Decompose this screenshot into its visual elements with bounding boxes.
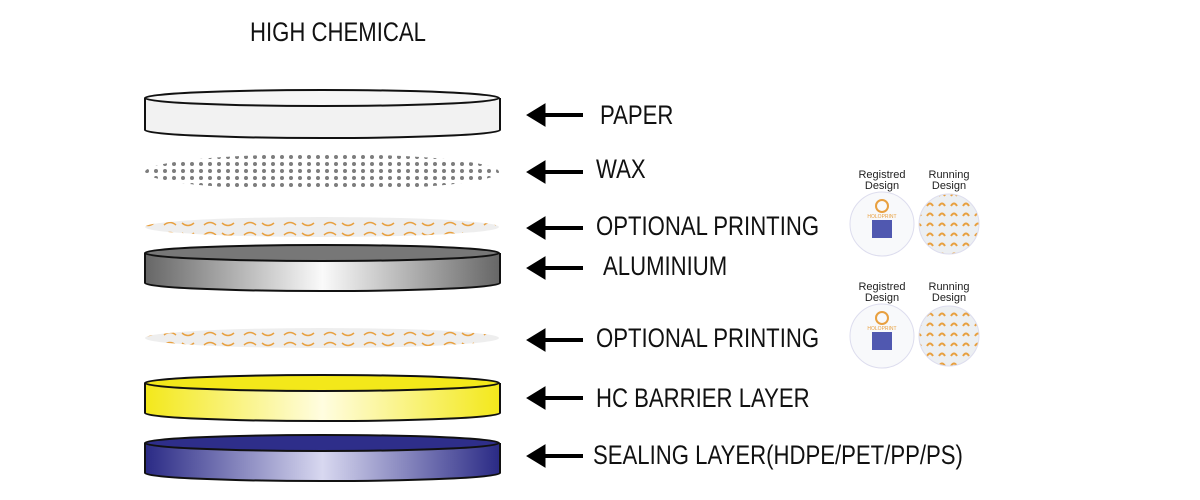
arrow-left-icon [526, 216, 583, 240]
registered-design-caption-2: Registred Design [858, 281, 906, 304]
registered-design-sample-1 [849, 191, 915, 257]
arrow-left-icon [526, 328, 583, 352]
sealing-layer [144, 434, 501, 483]
diagram-title: HIGH CHEMICAL [250, 17, 426, 47]
layer-label-optional-printing-1: OPTIONAL PRINTING [596, 211, 820, 241]
layer-label-paper: PAPER [600, 100, 674, 130]
layer-label-hc-barrier: HC BARRIER LAYER [596, 383, 810, 413]
layer-label-wax: WAX [596, 154, 646, 184]
sample-images [849, 191, 980, 369]
arrow-left-icon [526, 160, 583, 184]
running-design-caption-2: Running Design [928, 281, 970, 304]
brand-text-1: HOLOPRINT [867, 214, 897, 220]
arrow-left-icon [526, 256, 583, 280]
registered-design-caption-1: Registred Design [858, 169, 906, 192]
brand-text-2: HOLOPRINT [867, 326, 897, 332]
arrow-left-icon [526, 386, 583, 410]
wax-layer [145, 154, 499, 190]
layer-label-aluminium: ALUMINIUM [603, 251, 728, 281]
layer-label-sealing: SEALING LAYER(HDPE/PET/PP/PS) [593, 440, 963, 470]
running-design-caption-1: Running Design [928, 169, 970, 192]
arrow-left-icon [526, 103, 583, 127]
aluminium-layer [144, 244, 501, 293]
registered-design-sample-2 [849, 303, 915, 369]
running-design-sample-2 [918, 305, 980, 367]
paper-layer [144, 89, 501, 140]
hc-barrier-layer [144, 374, 501, 423]
optional-printing-layer-1 [145, 217, 499, 237]
arrow-left-icon [526, 444, 583, 468]
running-design-sample-1 [918, 193, 980, 255]
optional-printing-layer-2 [145, 328, 499, 348]
arrow-icons [526, 103, 583, 468]
layer-label-optional-printing-2: OPTIONAL PRINTING [596, 323, 820, 353]
